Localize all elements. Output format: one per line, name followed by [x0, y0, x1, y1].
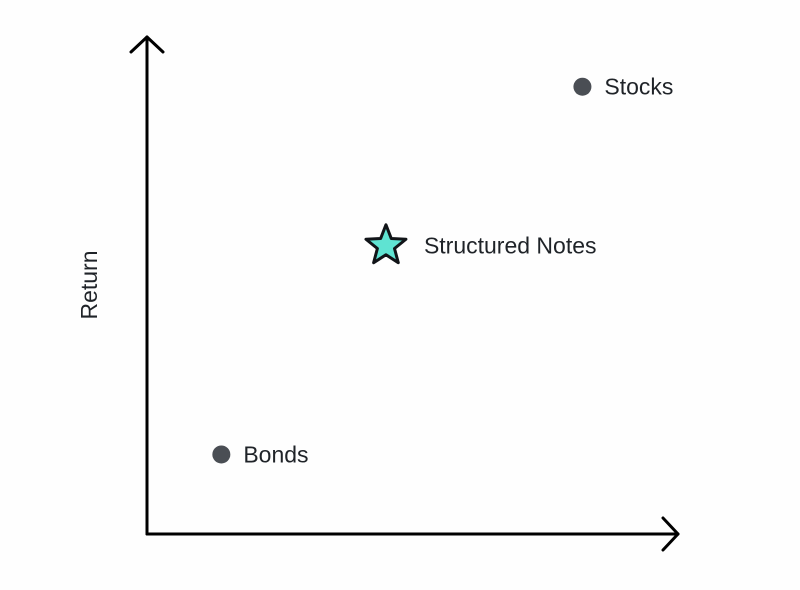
point-marker-structured-notes — [364, 223, 408, 265]
point-marker-stocks — [573, 77, 592, 96]
point-label-structured-notes: Structured Notes — [424, 233, 597, 259]
y-axis-arrowhead — [129, 35, 165, 54]
x-axis-arrowhead — [661, 516, 680, 552]
point-label-bonds: Bonds — [243, 441, 308, 467]
point-label-stocks: Stocks — [604, 74, 673, 100]
y-axis-label: Return — [76, 250, 102, 319]
point-marker-bonds — [212, 445, 231, 464]
